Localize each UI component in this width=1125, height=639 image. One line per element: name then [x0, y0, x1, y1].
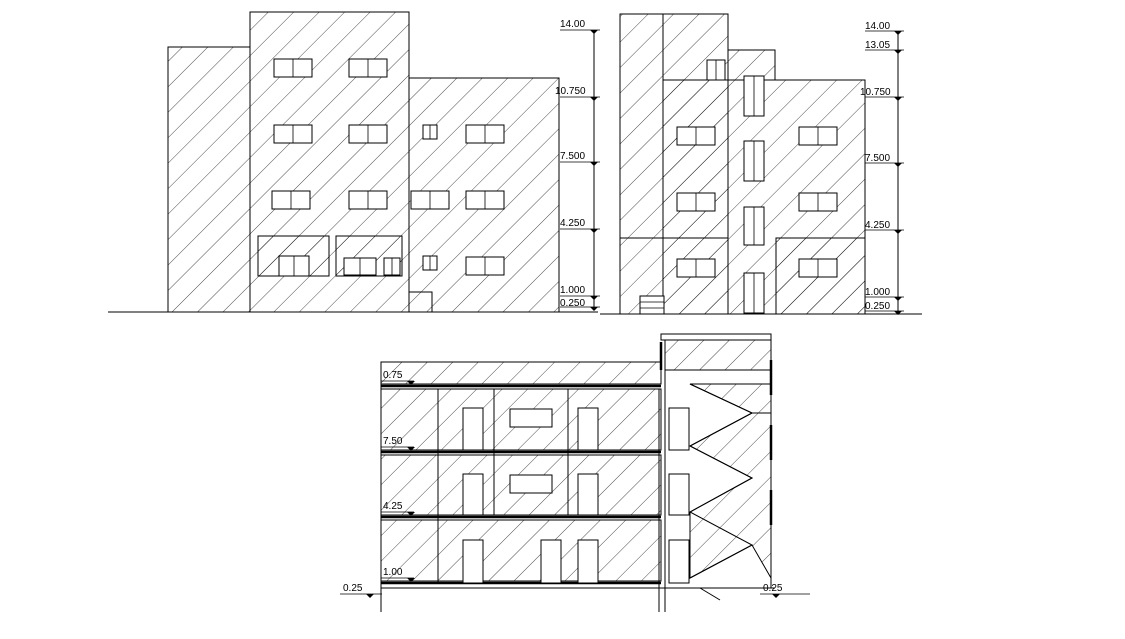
level-label: 14.00 — [560, 19, 585, 30]
roof-slab — [380, 361, 662, 385]
level-label: 1.000 — [560, 285, 585, 296]
door-opening — [540, 539, 562, 584]
door-opening — [462, 539, 484, 584]
level-label: 0.25 — [763, 583, 783, 594]
stair-landing — [689, 383, 772, 414]
level-label: 7.50 — [383, 436, 403, 447]
level-label: 0.75 — [383, 370, 403, 381]
door-opening — [462, 407, 484, 451]
front-elevation: 14.00 10.750 7.500 4.250 1.000 0.250 — [108, 11, 600, 313]
level-label: 0.250 — [560, 298, 585, 309]
level-label: 4.250 — [865, 220, 890, 231]
level-label: 1.000 — [865, 287, 890, 298]
door-opening — [577, 539, 599, 584]
level-label: 0.250 — [865, 301, 890, 312]
level-label: 14.00 — [865, 21, 890, 32]
stair-landing-fill — [688, 412, 772, 580]
level-label: 4.250 — [560, 218, 585, 229]
window-opening — [509, 474, 553, 494]
side-parapet — [727, 49, 776, 81]
side-entry-steps — [639, 295, 665, 315]
section-level-markers: 0.75 7.50 4.25 1.00 0.25 0.25 — [340, 370, 810, 598]
front-left-block — [167, 46, 251, 313]
door-opening — [668, 473, 690, 516]
window-opening — [509, 408, 553, 428]
building-section: 0.75 7.50 4.25 1.00 0.25 0.25 — [340, 333, 810, 612]
level-label: 13.05 — [865, 40, 890, 51]
side-elevation: 14.00 13.05 10.750 7.500 4.250 1.000 0.2… — [600, 13, 922, 315]
floor-1 — [380, 519, 662, 582]
door-opening — [577, 473, 599, 516]
front-entry-step — [409, 291, 433, 312]
stair-roof — [660, 333, 772, 341]
level-label: 4.25 — [383, 501, 403, 512]
level-label: 0.25 — [343, 583, 363, 594]
side-windows — [676, 59, 838, 314]
level-label: 1.00 — [383, 567, 403, 578]
level-label: 7.500 — [865, 153, 890, 164]
level-label: 7.500 — [560, 151, 585, 162]
stair-headroom — [664, 339, 772, 371]
door-opening — [668, 407, 690, 451]
front-level-markers: 14.00 10.750 7.500 4.250 1.000 0.250 — [555, 19, 600, 311]
level-label: 10.750 — [860, 87, 891, 98]
door-opening — [668, 539, 690, 584]
door-opening — [577, 407, 599, 451]
level-label: 10.750 — [555, 86, 586, 97]
front-windows — [271, 58, 505, 277]
door-opening — [462, 473, 484, 516]
section-openings — [462, 407, 690, 584]
side-level-markers: 14.00 13.05 10.750 7.500 4.250 1.000 0.2… — [860, 21, 904, 315]
